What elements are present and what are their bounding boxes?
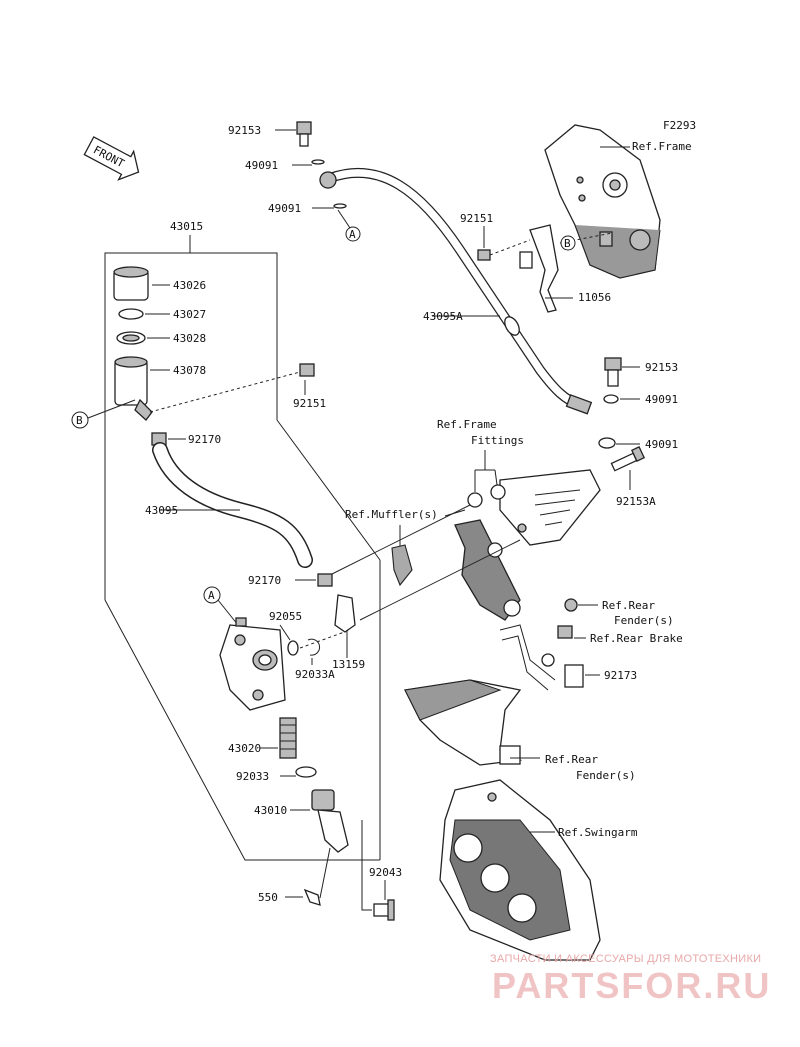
part-43095: 43095 — [145, 504, 178, 517]
part-49091-c: 49091 — [645, 393, 678, 406]
part-92033: 92033 — [236, 770, 269, 783]
ref-frame-fittings-label-1: Ref.Frame — [437, 418, 497, 431]
master-cylinder — [219, 617, 286, 711]
frame-bracket — [544, 124, 661, 279]
ref-rear-brake-label: Ref.Rear Brake — [590, 632, 683, 645]
front-arrow-icon: FRONT — [83, 136, 140, 181]
part-92033a: 92033A — [295, 668, 335, 681]
ref-rear-fender-1a: Ref.Rear — [602, 599, 655, 612]
part-92055: 92055 — [269, 610, 302, 623]
part-11056: 11056 — [578, 291, 611, 304]
diagram-code: F2293 — [663, 119, 696, 132]
part-43026: 43026 — [173, 279, 206, 292]
ref-rear-fender-2a: Ref.Rear — [545, 753, 598, 766]
callout-b-top: B — [564, 237, 571, 250]
ref-frame-label: Ref.Frame — [632, 140, 692, 153]
callout-a-top: A — [349, 228, 356, 241]
callout-a-lower: A — [208, 589, 215, 602]
ref-rear-fender-1b: Fender(s) — [614, 614, 674, 627]
part-43028: 43028 — [173, 332, 206, 345]
part-43027: 43027 — [173, 308, 206, 321]
part-43095a: 43095A — [423, 310, 463, 323]
ref-swingarm-label: Ref.Swingarm — [558, 826, 638, 839]
ref-frame-fittings-label-2: Fittings — [471, 434, 524, 447]
part-49091-b: 49091 — [268, 202, 301, 215]
part-13159: 13159 — [332, 658, 365, 671]
part-92151-left: 92151 — [293, 397, 326, 410]
part-92153-top: 92153 — [228, 124, 261, 137]
part-43020: 43020 — [228, 742, 261, 755]
part-43078: 43078 — [173, 364, 206, 377]
ref-muffler-label: Ref.Muffler(s) — [345, 508, 438, 521]
part-92043: 92043 — [369, 866, 402, 879]
part-550: 550 — [258, 891, 278, 904]
callout-b-left: B — [76, 414, 83, 427]
swingarm — [439, 779, 601, 961]
part-92170-a: 92170 — [188, 433, 221, 446]
footpeg-bracket — [454, 469, 601, 621]
part-92153-mid: 92153 — [645, 361, 678, 374]
part-92173: 92173 — [604, 669, 637, 682]
bolt-92151-right — [477, 239, 531, 261]
watermark-logo: PARTSFOR.RU — [492, 965, 772, 1006]
part-92153a: 92153A — [616, 495, 656, 508]
part-43010: 43010 — [254, 804, 287, 817]
ref-rear-fender-2b: Fender(s) — [576, 769, 636, 782]
part-49091-d: 49091 — [645, 438, 678, 451]
rear-fender — [404, 679, 523, 766]
part-43015: 43015 — [170, 220, 203, 233]
hose-clamp-bracket — [519, 224, 559, 313]
part-92170-b: 92170 — [248, 574, 281, 587]
part-92151-right: 92151 — [460, 212, 493, 225]
part-49091-a: 49091 — [245, 159, 278, 172]
watermark-tagline: ЗАПЧАСТИ И АКСЕССУАРЫ ДЛЯ МОТОТЕХНИКИ — [490, 953, 762, 965]
